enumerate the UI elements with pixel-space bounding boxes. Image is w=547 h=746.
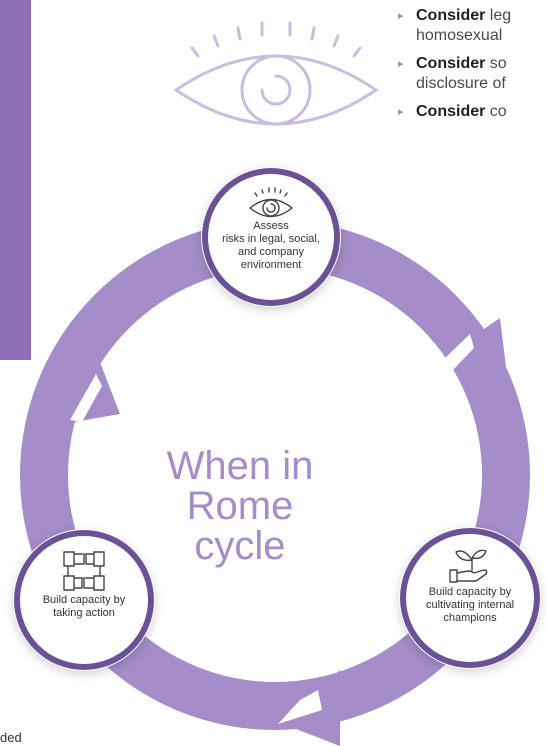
bullet-item: ▸ Consider so disclosure of [396, 54, 547, 94]
cycle-title-line1: When in Rome [166, 444, 314, 528]
hands-together-icon [63, 551, 105, 591]
seedling-hand-icon [449, 549, 488, 583]
consider-bullet-list: ▸ Consider leg homosexual ▸ Consider so … [396, 6, 547, 130]
node-assess-label: risks in legal, social, and company envi… [222, 233, 320, 271]
bullet-lead: Consider [416, 103, 486, 120]
node-assess: Assess risks in legal, social, and compa… [208, 174, 334, 300]
cycle-title-line2: cycle [194, 524, 286, 568]
node-champions: Build capacity by cultivating internal c… [406, 534, 534, 662]
arrow-bullet-icon: ▸ [398, 58, 404, 70]
node-action: Build capacity by taking action [20, 536, 148, 664]
bullet-text-cont: homosexual [416, 27, 503, 44]
footer-fragment: ded [0, 730, 22, 745]
bullet-text-cont: disclosure of [416, 75, 506, 92]
node-action-label: Build capacity by taking action [42, 594, 126, 619]
bullet-text: co [489, 103, 507, 120]
bullet-lead: Consider [416, 55, 486, 72]
node-assess-label-line1: Assess [253, 220, 289, 232]
bullet-item: ▸ Consider leg homosexual [396, 6, 547, 46]
bullet-text: leg [489, 7, 512, 24]
bullet-item: ▸ Consider co [396, 102, 547, 122]
bullet-lead: Consider [416, 7, 486, 24]
eye-icon [173, 21, 379, 126]
eye-icon [248, 187, 294, 218]
arrow-bullet-icon: ▸ [398, 10, 404, 22]
arrow-bullet-icon: ▸ [398, 106, 404, 118]
sidebar-accent-bar [0, 0, 31, 360]
bullet-text: so [489, 55, 507, 72]
cycle-title: When in Rome cycle [120, 446, 360, 566]
node-champions-label: Build capacity by cultivating internal c… [425, 586, 515, 624]
